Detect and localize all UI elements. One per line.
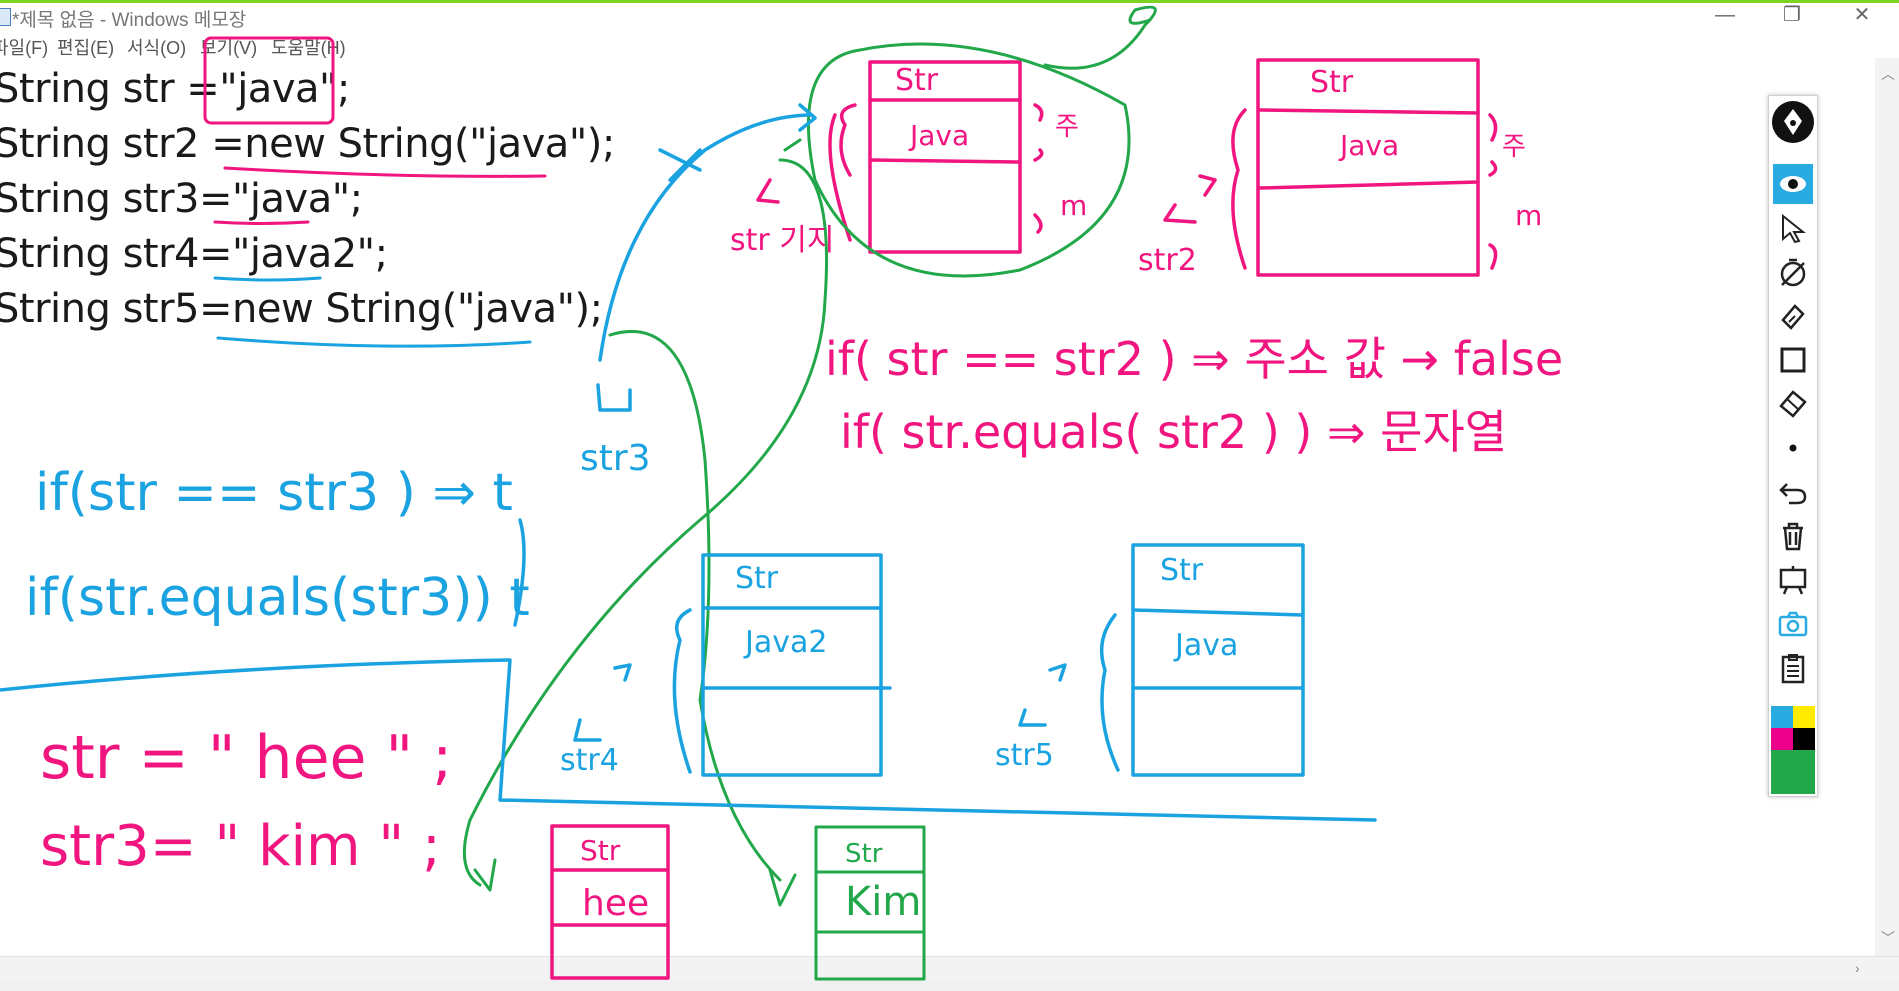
scroll-up-icon[interactable]: ︿ — [1881, 66, 1895, 82]
cursor-arrow-icon[interactable] — [1773, 208, 1813, 248]
color-swatch-yellow[interactable] — [1793, 706, 1815, 728]
menu-view[interactable]: 보기(V) — [200, 38, 258, 58]
dot-icon[interactable] — [1773, 428, 1813, 468]
color-swatch-black[interactable] — [1793, 728, 1815, 750]
code-line: String str4="java2"; — [0, 231, 388, 277]
minimize-button[interactable]: — — [1715, 4, 1735, 26]
code-line: String str2 =new String("java"); — [0, 121, 615, 167]
maximize-button[interactable]: ❐ — [1783, 4, 1801, 26]
eye-icon[interactable] — [1773, 164, 1813, 204]
close-button[interactable]: ✕ — [1853, 4, 1871, 26]
menu-edit[interactable]: 편집(E) — [57, 38, 115, 58]
menu-format[interactable]: 서식(O) — [127, 38, 187, 58]
stopwatch-icon[interactable] — [1773, 252, 1813, 292]
code-line: String str3="java"; — [0, 176, 363, 222]
code-line: String str ="java"; — [0, 66, 350, 112]
notepad-app-icon — [0, 8, 11, 26]
menu-bar: 파일(F) 편집(E) 서식(O) 보기(V) 도움말(H) — [0, 30, 1899, 58]
highlighter-icon[interactable] — [1773, 296, 1813, 336]
code-line: String str5=new String("java"); — [0, 286, 603, 332]
menu-file[interactable]: 파일(F) — [0, 38, 49, 58]
pen-toolbar — [1768, 95, 1818, 797]
scroll-right-icon[interactable]: › — [1855, 960, 1860, 976]
color-swatch-pink[interactable] — [1771, 728, 1793, 750]
vertical-scrollbar[interactable]: ︿ ﹀ — [1875, 58, 1899, 956]
status-bar — [0, 980, 1899, 991]
window-title: *제목 없음 - Windows 메모장 — [12, 10, 247, 31]
title-bar: *제목 없음 - Windows 메모장 — ❐ ✕ — [0, 0, 1899, 31]
pen-logo-icon[interactable] — [1772, 101, 1814, 143]
text-editor[interactable]: String str ="java"; String str2 =new Str… — [0, 58, 1875, 956]
menu-help[interactable]: 도움말(H) — [271, 38, 346, 58]
eraser-icon[interactable] — [1773, 384, 1813, 424]
color-swatch-green[interactable] — [1771, 750, 1815, 794]
scroll-down-icon[interactable]: ﹀ — [1881, 930, 1895, 946]
whiteboard-icon[interactable] — [1773, 560, 1813, 600]
horizontal-scrollbar[interactable]: › — [0, 956, 1899, 981]
camera-icon[interactable] — [1773, 604, 1813, 644]
trash-icon[interactable] — [1773, 516, 1813, 556]
color-swatch-blue[interactable] — [1771, 706, 1793, 728]
undo-icon[interactable] — [1773, 472, 1813, 512]
clipboard-icon[interactable] — [1773, 648, 1813, 688]
rectangle-icon[interactable] — [1773, 340, 1813, 380]
